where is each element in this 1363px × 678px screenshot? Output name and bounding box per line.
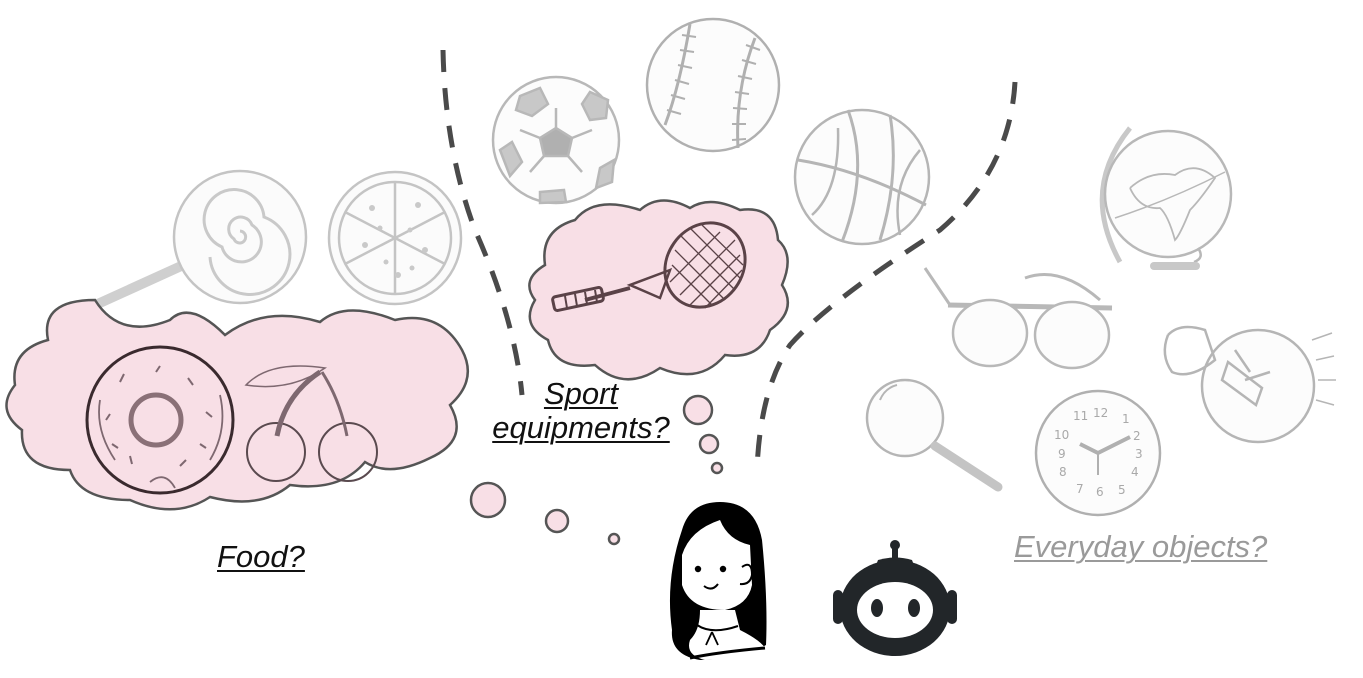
robot-avatar (833, 540, 957, 656)
svg-text:1: 1 (1122, 412, 1130, 426)
globe-icon (1099, 126, 1233, 270)
light-bulb-icon (1163, 325, 1336, 444)
baseball-icon (645, 17, 781, 153)
thought-bubbles-left (469, 481, 621, 546)
donut-icon (85, 345, 235, 495)
svg-text:3: 3 (1135, 447, 1143, 461)
eyeglasses-icon (923, 267, 1113, 370)
clock-icon: 11 12 1 2 3 4 567 8 9 10 (1034, 389, 1162, 517)
svg-text:9: 9 (1058, 447, 1066, 461)
svg-text:10: 10 (1054, 428, 1069, 442)
sport-category-label: Sport equipments? (480, 377, 682, 445)
sport-thought-cloud (528, 199, 790, 381)
basketball-icon (793, 108, 931, 246)
svg-text:11: 11 (1073, 409, 1088, 423)
everyday-category-label: Everyday objects? (1014, 529, 1268, 564)
tennis-racket-icon (551, 221, 747, 312)
svg-text:12: 12 (1093, 406, 1108, 420)
sport-label-line1: Sport (543, 376, 619, 411)
svg-text:6: 6 (1096, 485, 1104, 499)
magnifying-glass-icon (865, 378, 1003, 492)
divider-left-dashed-line (440, 49, 525, 396)
svg-text:4: 4 (1131, 465, 1139, 479)
sport-label-line2: equipments? (492, 410, 670, 445)
pizza-icon (327, 170, 463, 306)
divider-right-dashed-line (754, 81, 1018, 471)
girl-avatar (669, 502, 767, 660)
food-category-label: Food? (217, 539, 305, 574)
thought-bubbles-center (682, 394, 724, 475)
food-thought-cloud (5, 298, 470, 511)
svg-text:8: 8 (1059, 465, 1067, 479)
svg-text:2: 2 (1133, 429, 1141, 443)
svg-text:7: 7 (1076, 482, 1084, 496)
cherries-icon (244, 365, 378, 482)
soccer-ball-icon (491, 75, 621, 205)
svg-text:5: 5 (1118, 483, 1126, 497)
